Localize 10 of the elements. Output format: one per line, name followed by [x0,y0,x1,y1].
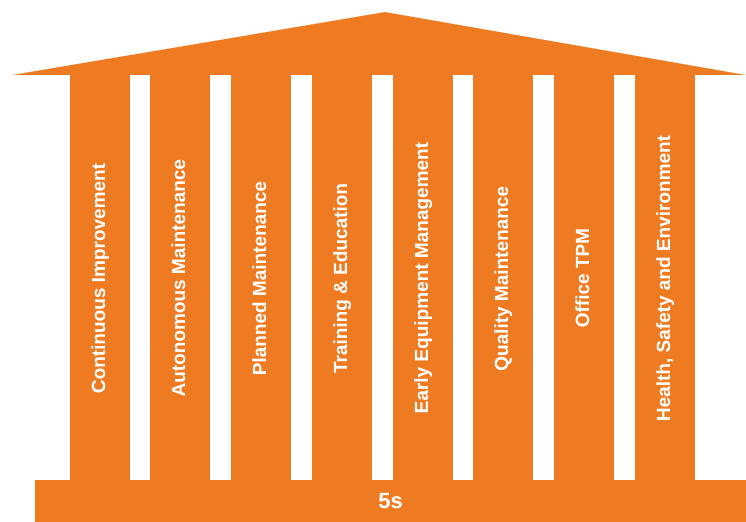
base-bar [35,480,746,522]
pillar-label: Planned Maintenance [250,180,272,376]
base-label: 5s [378,488,403,514]
pillar-label: Early Equipment Management [412,142,434,414]
pillar-label: Office TPM [573,228,595,328]
pillar-label: Continuous Improvement [89,162,111,394]
pillar-label: Quality Maintenance [492,186,514,370]
pillar-label: Autonomous Maintenance [169,159,191,397]
pillar-label: Health, Safety and Environment [654,134,676,422]
pillar-label: Training & Education [331,182,353,373]
